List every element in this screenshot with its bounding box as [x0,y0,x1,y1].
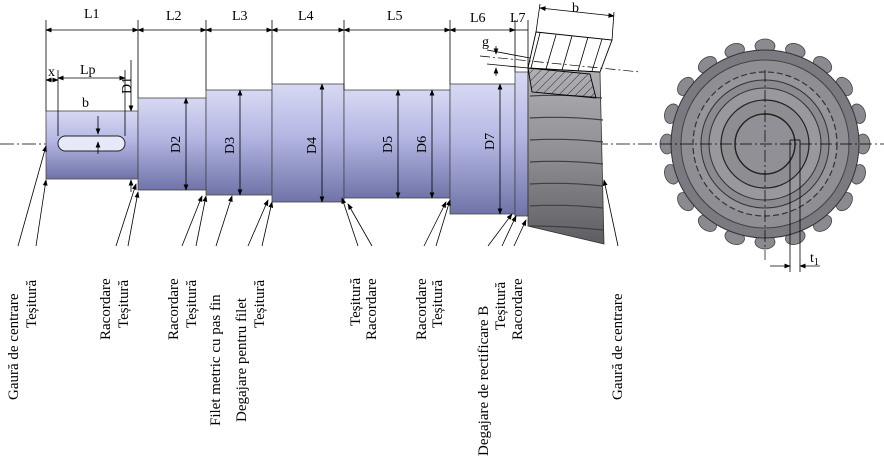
dim-D7: D7 [483,133,498,150]
dim-L2: L2 [166,9,182,24]
dim-D3: D3 [223,137,238,154]
label-chamfer-6: Teșitură [430,280,446,328]
feature-labels: Gaură de centrare Teșitură Racordare Teș… [6,278,626,456]
segment-3 [205,89,273,196]
dim-L7: L7 [510,11,526,26]
bevel-gear-side [479,31,641,245]
label-grinding-relief: Degajare de rectificare B [476,306,492,456]
label-chamfer-5: Teșitură [348,278,364,326]
dim-L1: L1 [84,7,100,22]
label-centre-hole-left: Gaură de centrare [6,293,22,400]
segment-7 [514,71,529,217]
label-thread-relief: Degajare pentru filet [234,297,250,422]
segment-5 [343,89,451,199]
dim-L5: L5 [387,9,403,24]
dim-g: g [482,35,489,50]
label-chamfer-3: Teșitură [184,280,200,328]
dim-L6: L6 [470,11,486,26]
t1-main: t [810,251,814,266]
label-fillet-4: Racordare [414,278,430,340]
gear-hatched-section [527,67,597,99]
label-centre-hole-right: Gaură de centrare [610,293,626,400]
dim-D2: D2 [169,136,184,153]
label-chamfer-2: Teșitură [116,280,132,328]
label-fillet-5: Racordare [510,278,526,340]
label-fillet-2: Racordare [166,278,182,340]
dim-L4: L4 [298,9,314,24]
label-fillet-3: Racordare [364,278,380,340]
segment-2 [137,97,207,191]
t1-sub: 1 [814,257,819,268]
shaft-body [45,71,529,217]
segment-4 [271,83,345,203]
dim-D5: D5 [381,136,396,153]
leader-lines [17,145,619,247]
label-thread: Filet metric cu pas fin [208,294,224,426]
label-chamfer-4: Teșitură [252,280,268,328]
dim-L3: L3 [232,9,248,24]
dim-D1: D1 [120,77,135,94]
gear-front-view [640,38,884,272]
dim-x: x [48,65,55,80]
label-chamfer-7: Teșitură [493,282,509,330]
dim-Lp: Lp [80,63,96,78]
dim-D6: D6 [415,136,430,153]
keyway [57,135,126,152]
dim-labels: L1 L2 L3 L4 L5 L6 L7 b x Lp b g D1 D2 D3… [48,1,579,154]
diameter-dimensions [183,83,503,215]
dim-D4: D4 [305,137,320,154]
dim-t1: t1 [810,251,819,268]
dim-gear-b: b [572,1,579,16]
top-dimensions [45,3,615,192]
dim-key-b: b [82,96,89,111]
label-fillet-1: Racordare [98,278,114,340]
label-chamfer-1: Teșitură [24,280,40,328]
